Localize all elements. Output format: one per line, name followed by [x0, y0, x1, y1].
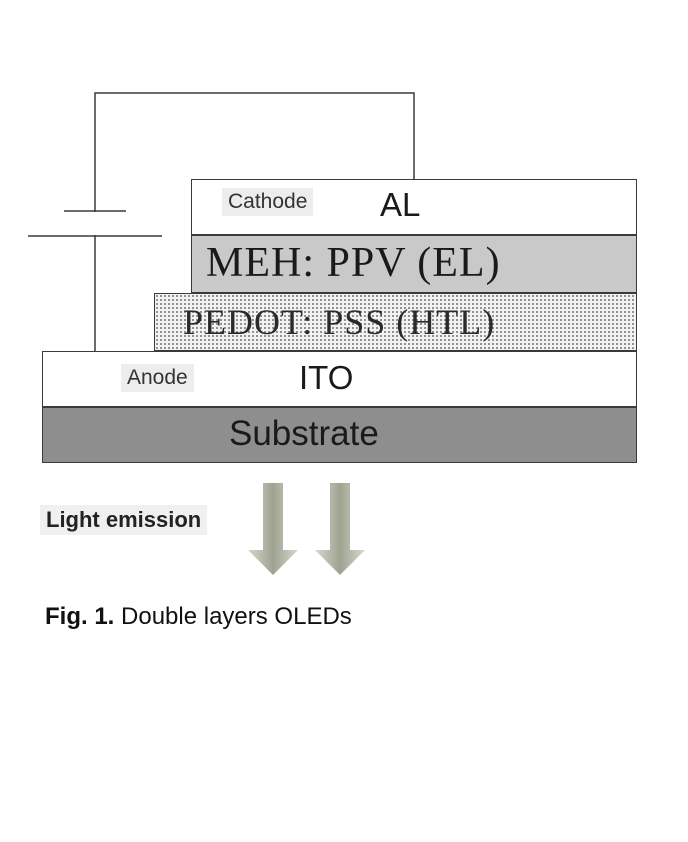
emissive-layer: MEH: PPV (EL): [191, 235, 637, 293]
light-emission-label: Light emission: [40, 505, 208, 535]
hole-transport-layer-label: PEDOT: PSS (HTL): [183, 302, 496, 342]
figure-caption: Fig. 1. Double layers OLEDs: [45, 603, 352, 631]
cathode-label: Cathode: [222, 188, 314, 216]
hole-transport-layer: PEDOT: PSS (HTL): [154, 293, 637, 351]
substrate-layer: Substrate: [42, 407, 637, 463]
emissive-layer-label: MEH: PPV (EL): [206, 240, 501, 286]
anode-layer: Anode ITO: [42, 351, 637, 407]
substrate-label: Substrate: [229, 414, 379, 453]
figure-caption-prefix: Fig. 1.: [45, 603, 115, 630]
anode-material: ITO: [299, 359, 354, 396]
wire-gap-mask: [90, 212, 100, 235]
cathode-material: AL: [380, 186, 421, 223]
anode-label: Anode: [121, 364, 194, 392]
figure-caption-text: Double layers OLEDs: [121, 603, 352, 630]
cathode-layer: Cathode AL: [191, 179, 637, 235]
